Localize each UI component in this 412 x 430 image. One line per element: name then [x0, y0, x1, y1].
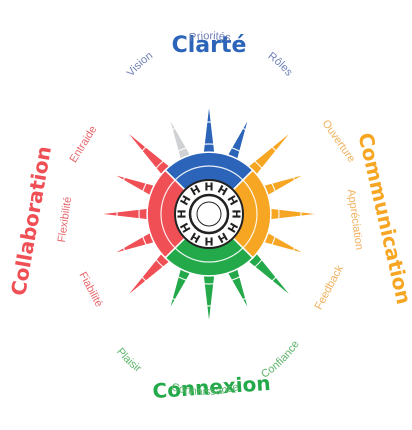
hub-letter: H: [204, 181, 213, 194]
communication-title: Communication: [353, 130, 412, 306]
connaissance-label: Connaissance: [170, 381, 240, 398]
hub-letter: H: [230, 209, 243, 218]
ouverture-label: Ouverture: [320, 118, 358, 165]
entraide-label: Entraide: [68, 124, 100, 165]
appreciation-label: Appréciation: [345, 188, 365, 250]
confiance-label: Confiance: [259, 338, 302, 380]
flexibilite-label: Flexibilité: [56, 196, 74, 243]
fiabilite-label: Fiabilité: [76, 270, 104, 309]
collaboration-title: Collaboration: [6, 144, 56, 297]
star-ring-1: [160, 165, 258, 263]
clarte-title: Clarté: [172, 33, 247, 58]
priorites-label: Priorités: [188, 30, 232, 44]
plaisir-label: Plaisir: [114, 346, 143, 375]
hub-letter: H: [204, 235, 213, 248]
compass-star: [98, 103, 320, 325]
hub-letter: H: [176, 209, 189, 218]
feedback-label: Feedback: [313, 263, 347, 312]
star-ring-2: [138, 143, 280, 285]
hub-core: [196, 201, 222, 227]
roles-label: Rôles: [266, 50, 296, 79]
star-ring-3: [116, 121, 302, 307]
vision-label: Vision: [125, 50, 155, 80]
